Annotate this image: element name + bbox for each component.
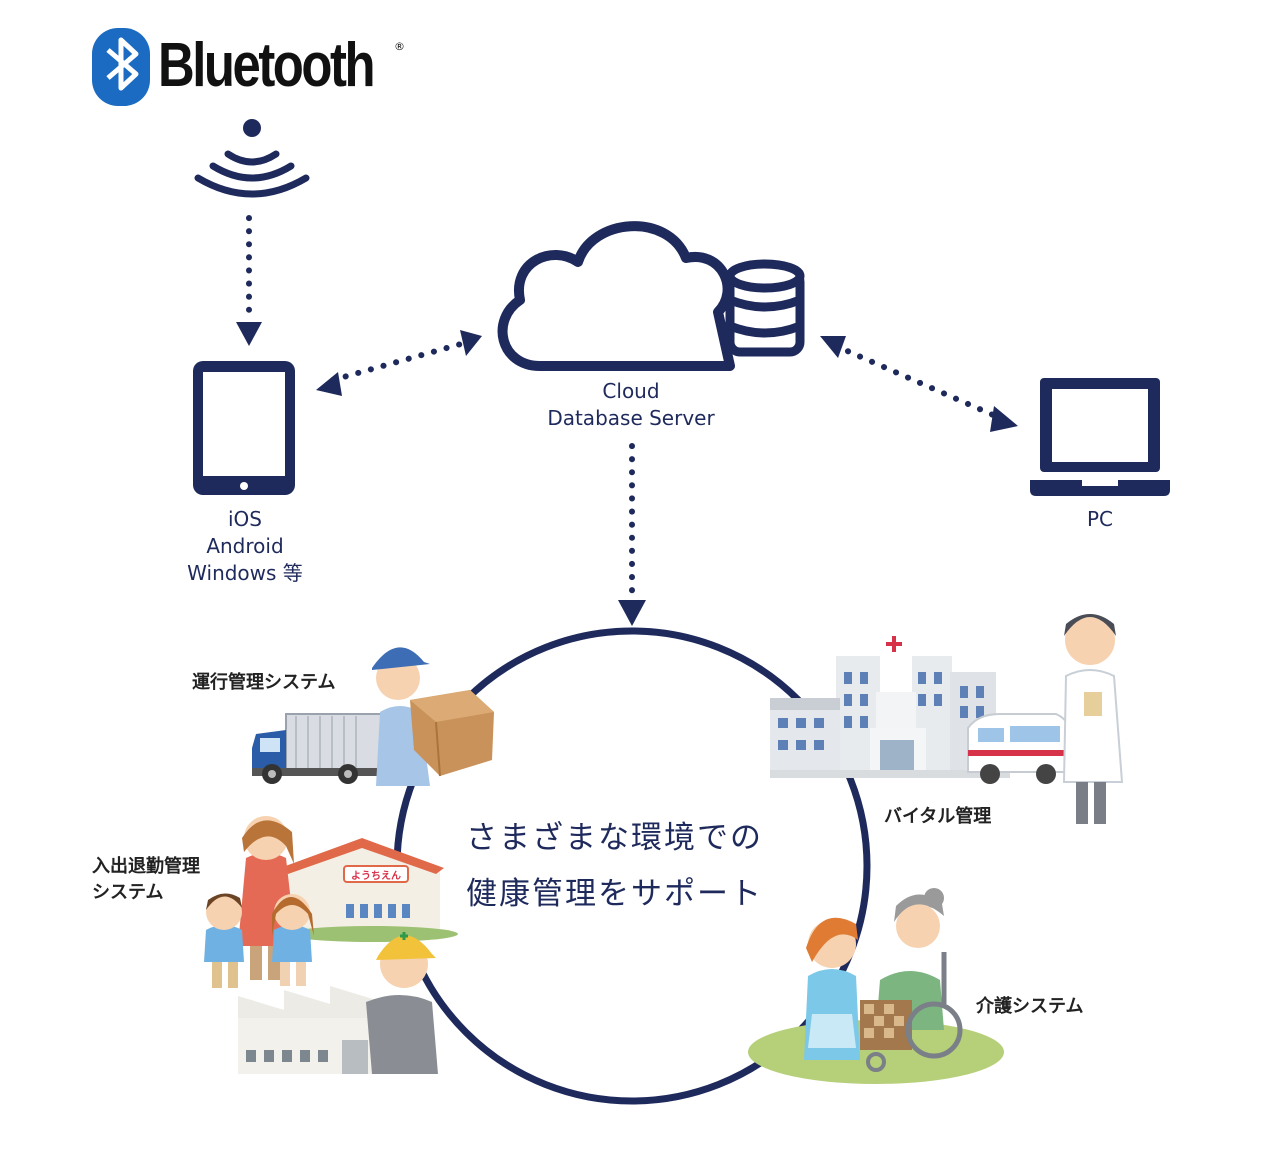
attendance-label-line1: 入出退勤管理 [92, 856, 200, 877]
tablet-label-line2: Android [206, 534, 284, 558]
tablet-icon [193, 361, 295, 495]
bluetooth-logo-icon [92, 28, 150, 106]
care-system-label: 介護システム [976, 996, 1084, 1017]
delivery-truck-illustration [252, 647, 494, 786]
laptop-icon [1030, 378, 1170, 496]
center-line1: さまざまな環境での [466, 820, 763, 856]
cloud-server-label: Cloud Database Server [526, 378, 736, 432]
vital-management-label: バイタル管理 [884, 806, 992, 827]
connector-lines [246, 215, 1003, 595]
kindergarten-family-illustration [204, 816, 458, 988]
pc-label: PC [1086, 507, 1114, 531]
cloud-database-icon [497, 221, 805, 371]
operation-management-label: 運行管理システム [192, 672, 336, 693]
wireless-signal-icon [194, 119, 310, 198]
tablet-label-line1: iOS [228, 507, 262, 531]
cloud-label-line2: Database Server [547, 406, 715, 430]
tablet-label-line3: Windows 等 [187, 561, 303, 585]
attendance-management-label: 入出退勤管理 システム [92, 854, 200, 906]
center-line2: 健康管理をサポート [466, 876, 763, 912]
bluetooth-wordmark: Bluetooth [158, 31, 376, 100]
hospital-illustration [770, 614, 1124, 824]
factory-worker-illustration [238, 932, 438, 1074]
attendance-label-line2: システム [92, 882, 164, 903]
caregiver-wheelchair-illustration [748, 888, 1004, 1084]
kindergarten-sign: ようちえん [351, 871, 401, 882]
tablet-os-label: iOS Android Windows 等 [162, 506, 328, 587]
registered-mark: ® [394, 40, 405, 53]
arrowheads [236, 322, 1018, 626]
center-message: さまざまな環境での 健康管理をサポート [466, 810, 806, 922]
cloud-label-line1: Cloud [602, 379, 660, 403]
